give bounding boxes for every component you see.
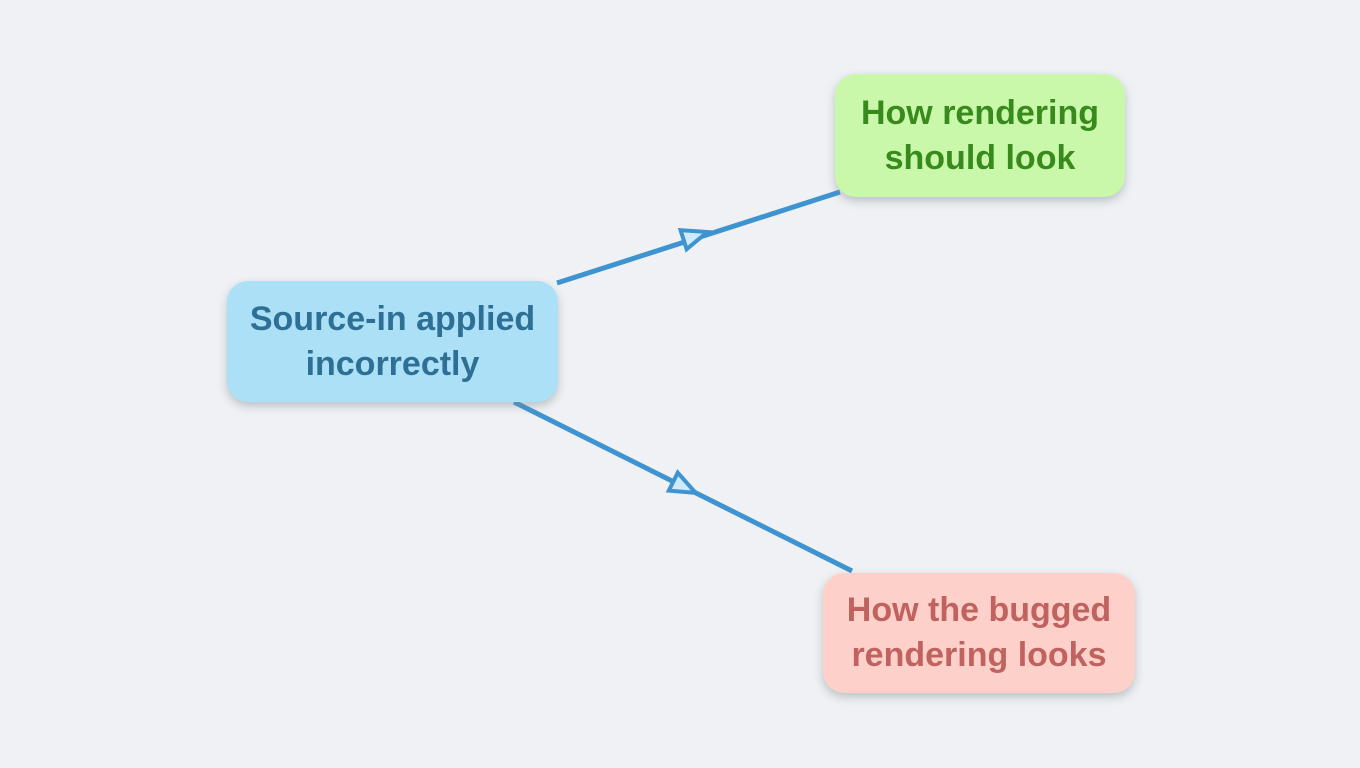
edge-source-to-bugged[interactable] [512, 399, 854, 574]
node-source[interactable]: Source-in applied incorrectly [227, 281, 558, 402]
node-bugged[interactable]: How the bugged rendering looks [823, 573, 1135, 693]
node-source-label: Source-in applied incorrectly [249, 299, 536, 383]
arrowhead-icon [665, 469, 701, 496]
node-expected-label: How rendering should look [860, 93, 1100, 177]
node-expected[interactable]: How rendering should look [835, 74, 1125, 197]
node-bugged-label: How the bugged rendering looks [846, 591, 1112, 674]
edge-source-to-expected[interactable] [556, 189, 841, 286]
arrowhead-icon [677, 227, 713, 253]
